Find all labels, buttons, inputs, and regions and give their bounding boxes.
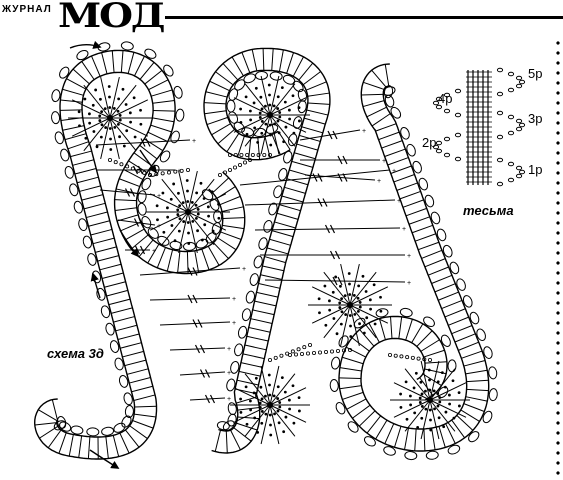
- svg-text:+: +: [232, 320, 236, 327]
- svg-text:+: +: [152, 248, 156, 255]
- arrow-upper: [139, 149, 158, 174]
- arrow-left: [90, 272, 101, 299]
- tape-band-right: [329, 63, 498, 461]
- svg-text:+: +: [397, 198, 401, 205]
- star-motif-2: [230, 75, 310, 155]
- star-motifs: [68, 75, 470, 445]
- header-rule: [165, 16, 563, 19]
- svg-text:+: +: [407, 253, 411, 260]
- star-motif-1: [68, 76, 152, 160]
- magazine-header: ЖУРНАЛ МОД: [0, 0, 563, 36]
- svg-text:+: +: [227, 370, 231, 377]
- svg-text:+: +: [382, 158, 386, 165]
- svg-text:+: +: [227, 346, 231, 353]
- row-label-1: 1р: [528, 162, 542, 177]
- magazine-logo: МОД: [58, 0, 166, 36]
- star-motif-6: [390, 360, 470, 440]
- star-motif-4: [308, 263, 392, 347]
- scheme-label: схема 3д: [47, 346, 104, 361]
- row-label-5: 5р: [528, 66, 542, 81]
- svg-text:+: +: [157, 193, 161, 200]
- svg-text:+: +: [377, 178, 381, 185]
- lace-tape-bands: [33, 41, 498, 461]
- svg-text:+: +: [242, 266, 246, 273]
- dotted-border: [555, 38, 561, 478]
- svg-text:+: +: [177, 168, 181, 175]
- connecting-chains: + + + + + + + + + + + + + + + + + + +: [95, 128, 411, 404]
- svg-text:+: +: [392, 168, 396, 175]
- tape-band-middle: [203, 47, 331, 454]
- star-motif-3: [146, 170, 230, 254]
- arrow-bottom: [89, 449, 120, 469]
- svg-text:+: +: [157, 223, 161, 230]
- svg-text:+: +: [407, 280, 411, 287]
- tape-label: тесьма: [463, 203, 514, 218]
- svg-text:+: +: [402, 226, 406, 233]
- svg-text:+: +: [227, 396, 231, 403]
- svg-text:+: +: [192, 138, 196, 145]
- tape-stitch-chart: [432, 67, 526, 187]
- row-label-3: 3р: [528, 111, 542, 126]
- direction-arrows: [69, 40, 158, 469]
- svg-text:+: +: [232, 296, 236, 303]
- star-motif-5: [230, 365, 310, 445]
- tape-band-left: [33, 41, 246, 460]
- row-label-2: 2р: [422, 135, 436, 150]
- magazine-name-small: ЖУРНАЛ: [2, 4, 52, 15]
- arrow-mid: [119, 229, 140, 258]
- arrow-top: [69, 40, 102, 49]
- svg-text:+: +: [362, 128, 366, 135]
- row-label-4: 4р: [438, 91, 452, 106]
